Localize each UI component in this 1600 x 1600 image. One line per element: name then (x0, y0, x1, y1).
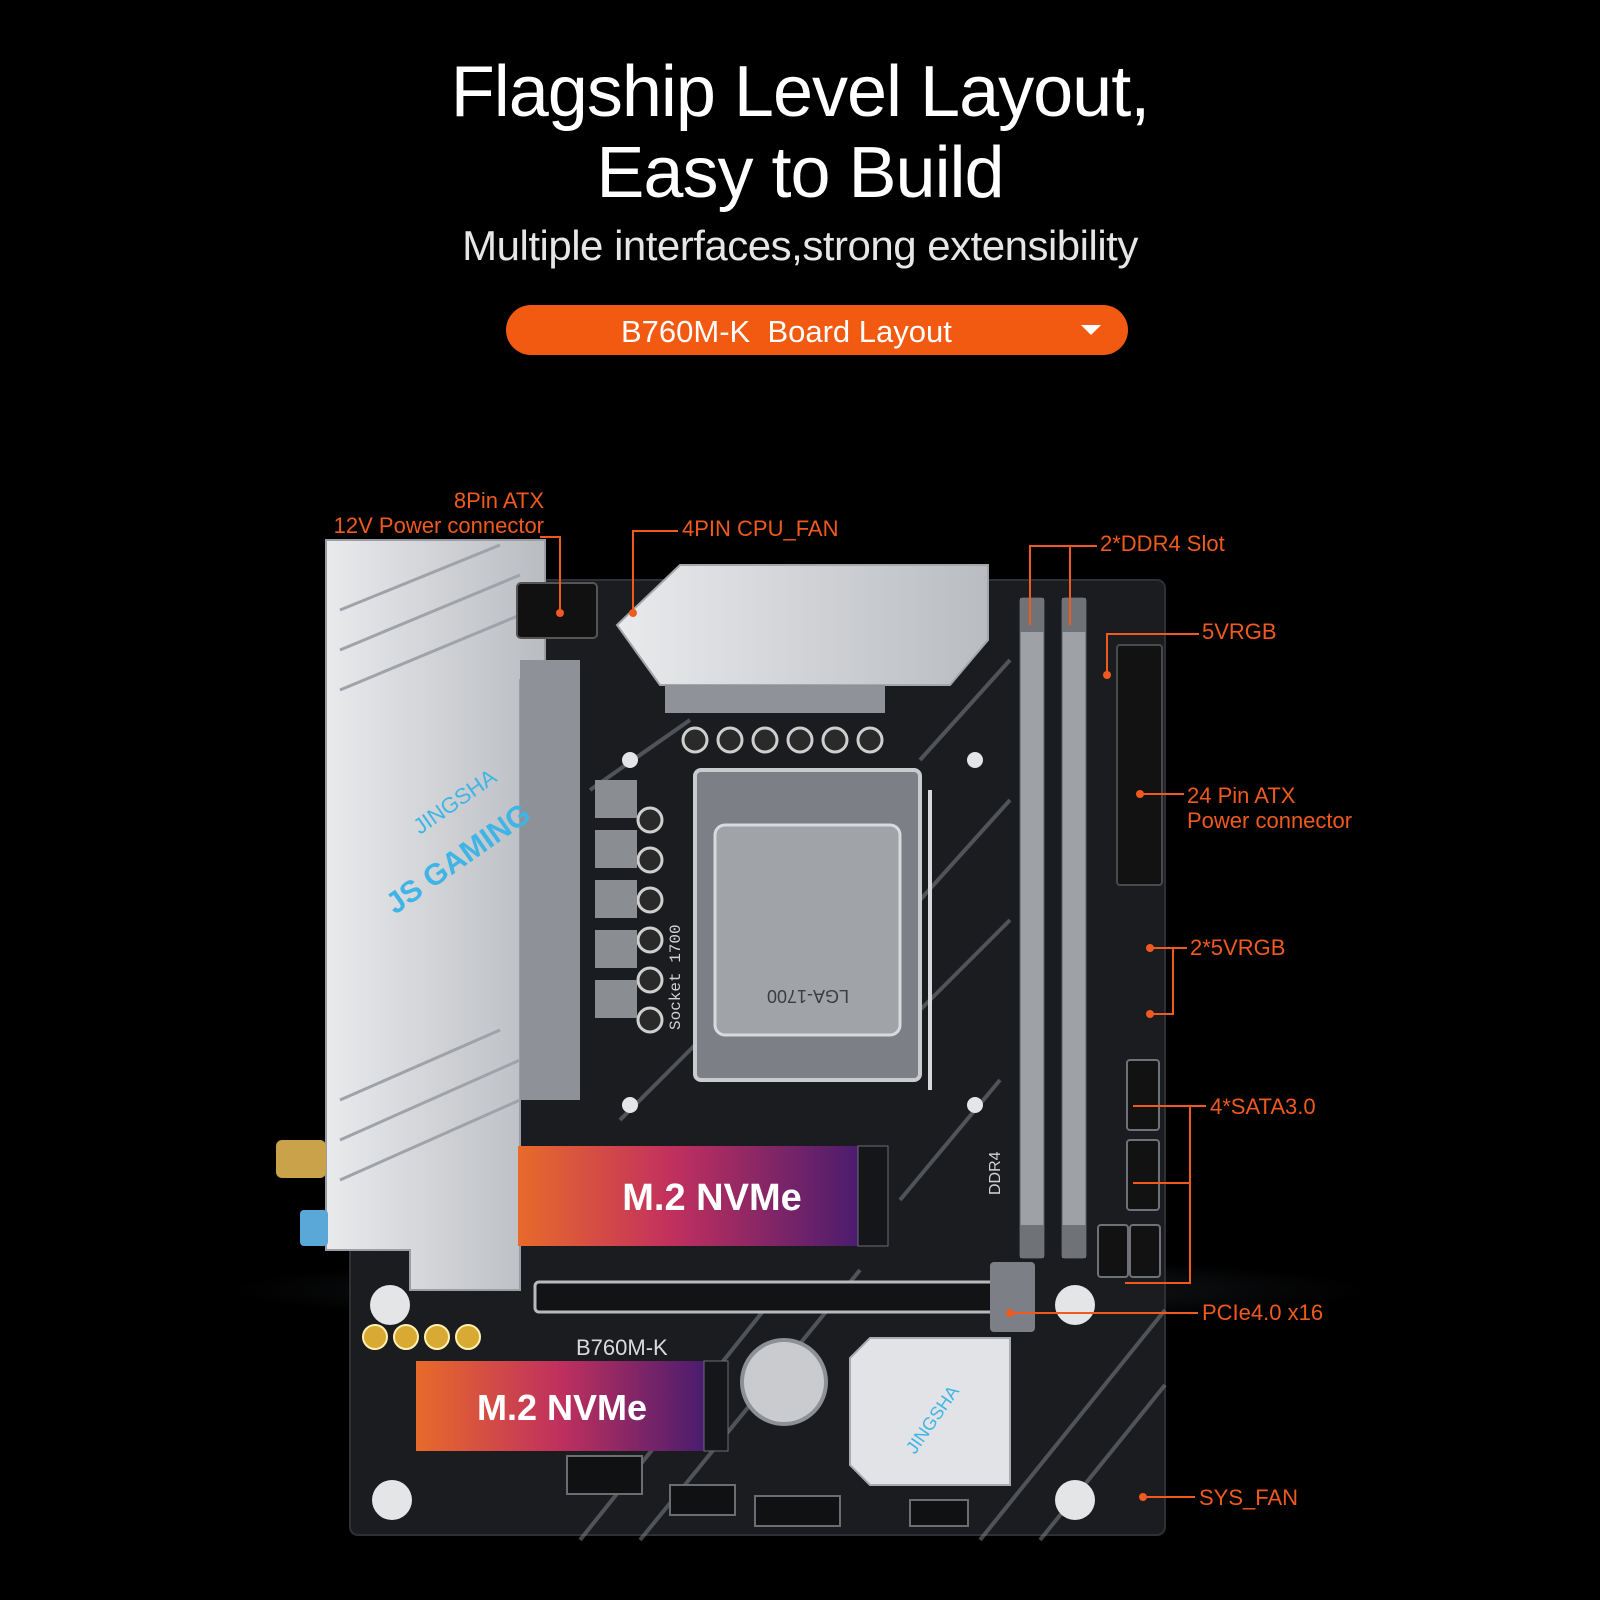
io-heatsink-side (520, 660, 580, 1100)
subtitle: Multiple interfaces,strong extensibility (462, 222, 1138, 269)
mounting-holes (370, 752, 1095, 1520)
callout-atx-8pin-line2: 12V Power connector (333, 513, 544, 538)
chipset-heatsink (849, 1337, 1011, 1486)
callout-atx-8pin: 8Pin ATX 12V Power connector (318, 488, 544, 538)
callout-leaders (540, 530, 1206, 1498)
io-heatsink (325, 539, 546, 1291)
pcie-x16-slot (533, 1280, 1007, 1314)
callout-5vrgb: 5VRGB (1202, 619, 1277, 644)
callout-cpu-fan: 4PIN CPU_FAN (682, 516, 839, 541)
m2-secondary-label: M.2 NVMe (477, 1387, 647, 1428)
headline-line-2: Easy to Build (596, 133, 1004, 213)
io-heatsink-grooves (339, 543, 521, 1182)
m2-slot-secondary (416, 1361, 704, 1451)
headline-line-1: Flagship Level Layout, (450, 52, 1150, 132)
audio-jack (300, 1210, 328, 1246)
ddr4-latch-top-1 (1020, 598, 1044, 632)
cpu-socket-cover (713, 823, 902, 1037)
m2-primary-connector (857, 1145, 889, 1247)
board-layout-dropdown[interactable]: B760M-K Board Layout (506, 305, 1128, 355)
caret-down-icon (1081, 325, 1101, 335)
cmos-battery (740, 1338, 828, 1426)
vrm-heatsink-top (615, 564, 989, 686)
callout-atx-24pin-line2: Power connector (1187, 808, 1353, 833)
ddr4-slot-1 (1019, 597, 1045, 1259)
callout-dots (556, 609, 1154, 1501)
callout-pcie: PCIe4.0 x16 (1202, 1300, 1324, 1325)
socket-cover-label: LGA-1700 (767, 986, 849, 1006)
board-layout-dropdown-label: B760M-K Board Layout (621, 314, 952, 349)
socket-print-label: Socket 1700 (667, 924, 685, 1030)
callout-sata: 4*SATA3.0 (1210, 1094, 1316, 1119)
wifi-antenna-connector (276, 1140, 326, 1178)
bottom-headers (566, 1455, 969, 1527)
callout-sys-fan: SYS_FAN (1199, 1485, 1299, 1510)
callout-ddr4: 2*DDR4 Slot (1100, 531, 1225, 556)
ddr4-slot-2 (1061, 597, 1087, 1259)
pcie-latch (990, 1262, 1035, 1332)
board-model-print: B760M-K (576, 1335, 668, 1360)
ddr4-print-label: DDR4 (987, 1151, 1004, 1195)
ddr4-latch-bottom-1 (1020, 1225, 1044, 1258)
atx-24pin-connector (1116, 644, 1163, 886)
m2-secondary-connector (703, 1360, 729, 1452)
callout-atx-24pin-line1: 24 Pin ATX (1187, 783, 1296, 808)
chokes (595, 780, 637, 1018)
callout-5vrgb-x2: 2*5VRGB (1190, 935, 1286, 960)
m2-slot-primary (518, 1146, 858, 1246)
audio-capacitors (362, 1324, 481, 1350)
sata-ports (1097, 1059, 1161, 1278)
m2-primary-label: M.2 NVMe (622, 1177, 801, 1219)
callout-atx-8pin-line1: 8Pin ATX (453, 488, 544, 513)
callout-atx-24pin: 24 Pin ATX Power connector (1187, 783, 1352, 833)
capacitor-row (636, 726, 884, 1034)
ddr4-latch-top-2 (1062, 598, 1086, 632)
ddr4-latch-bottom-2 (1062, 1225, 1086, 1258)
vrm-heatsink-top-base (665, 685, 885, 713)
